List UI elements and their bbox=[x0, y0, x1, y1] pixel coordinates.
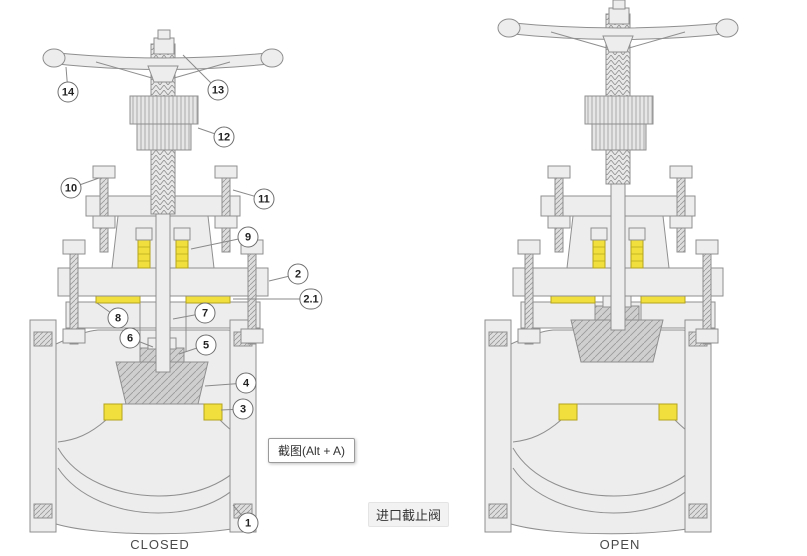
open-view-label: OPEN bbox=[599, 537, 641, 552]
screenshot-tooltip[interactable]: 截图(Alt + A) bbox=[268, 438, 356, 463]
closed-view-label: CLOSED bbox=[130, 537, 190, 552]
valve-open-view bbox=[484, 0, 739, 535]
caption-text: 进口截止阀 bbox=[368, 502, 450, 527]
valve-closed-view bbox=[29, 29, 284, 535]
